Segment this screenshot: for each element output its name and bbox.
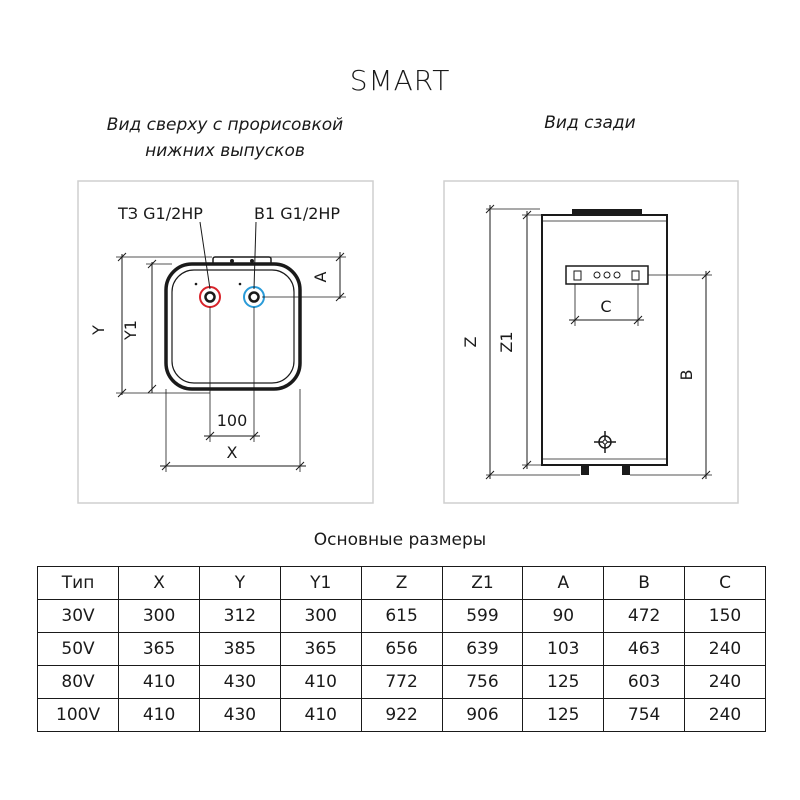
dimensions-table: Тип X Y Y1 Z Z1 A B C 30V 300 312 300 61… bbox=[36, 566, 766, 732]
technical-drawing: ТЗ G1/2НР В1 G1/2НР Y Y1 A 100 bbox=[77, 180, 739, 504]
table-cell: 472 bbox=[603, 599, 686, 633]
table-cell: 100V bbox=[36, 698, 120, 732]
dim-c-label: C bbox=[600, 297, 611, 316]
gear-icon bbox=[594, 431, 616, 453]
top-cap bbox=[572, 209, 642, 215]
table-cell: 312 bbox=[198, 599, 281, 633]
table-cell: 385 bbox=[198, 632, 281, 666]
table-cell: 365 bbox=[279, 632, 362, 666]
table-cell: 300 bbox=[118, 599, 200, 633]
table-cell: 615 bbox=[360, 599, 443, 633]
table-cell: 772 bbox=[360, 665, 443, 699]
dim-y-label: Y bbox=[89, 325, 108, 336]
dim-a-label: A bbox=[311, 271, 330, 282]
dim-b-label: B bbox=[677, 370, 696, 381]
tank-outline bbox=[164, 262, 302, 391]
table-cell: 410 bbox=[279, 698, 362, 732]
table-header-row: Тип X Y Y1 Z Z1 A B C bbox=[36, 566, 766, 600]
tank-inner-outline bbox=[171, 269, 295, 384]
page-title: SMART bbox=[349, 64, 451, 97]
table-cell: 30V bbox=[36, 599, 120, 633]
table-cell: 90 bbox=[522, 599, 605, 633]
mounting-bracket bbox=[565, 265, 649, 285]
cold-inlet-label: В1 G1/2НР bbox=[254, 204, 340, 223]
header-cell: A bbox=[522, 566, 605, 600]
header-cell: B bbox=[603, 566, 686, 600]
top-view-caption-line2: нижних выпусков bbox=[145, 141, 305, 161]
table-cell: 125 bbox=[522, 665, 605, 699]
table-cell: 300 bbox=[279, 599, 362, 633]
table-row: 50V 365 385 365 656 639 103 463 240 bbox=[36, 632, 766, 666]
table-cell: 603 bbox=[603, 665, 686, 699]
back-view: C Z Z1 B bbox=[443, 180, 739, 504]
table-cell: 125 bbox=[522, 698, 605, 732]
table-cell: 240 bbox=[684, 665, 766, 699]
header-cell: Y bbox=[198, 566, 281, 600]
table-row: 30V 300 312 300 615 599 90 472 150 bbox=[36, 599, 766, 633]
table-cell: 463 bbox=[603, 632, 686, 666]
back-view-frame bbox=[443, 180, 739, 504]
table-cell: 430 bbox=[198, 698, 281, 732]
header-cell: Тип bbox=[36, 566, 120, 600]
tank-body bbox=[541, 214, 668, 466]
table-cell: 410 bbox=[118, 698, 200, 732]
table-cell: 639 bbox=[441, 632, 524, 666]
table-cell: 150 bbox=[684, 599, 766, 633]
header-cell: X bbox=[118, 566, 200, 600]
header-cell: Z1 bbox=[441, 566, 524, 600]
table-cell: 240 bbox=[684, 698, 766, 732]
table-cell: 50V bbox=[36, 632, 120, 666]
hot-outlet-label: ТЗ G1/2НР bbox=[117, 204, 203, 223]
table-cell: 430 bbox=[198, 665, 281, 699]
back-view-caption: Вид сзади bbox=[544, 113, 636, 133]
table-cell: 599 bbox=[441, 599, 524, 633]
header-cell: C bbox=[684, 566, 766, 600]
table-cell: 906 bbox=[441, 698, 524, 732]
dim-y1-label: Y1 bbox=[121, 320, 140, 341]
table-title: Основные размеры bbox=[313, 530, 487, 550]
table-cell: 410 bbox=[118, 665, 200, 699]
top-view-caption-line1: Вид сверху с прорисовкой bbox=[106, 115, 344, 135]
table-cell: 754 bbox=[603, 698, 686, 732]
table-row: 80V 410 430 410 772 756 125 603 240 bbox=[36, 665, 766, 699]
top-view-frame bbox=[77, 180, 374, 504]
table-cell: 922 bbox=[360, 698, 443, 732]
table-cell: 240 bbox=[684, 632, 766, 666]
table-cell: 80V bbox=[36, 665, 120, 699]
header-cell: Z bbox=[360, 566, 443, 600]
dim-z-label: Z bbox=[461, 336, 480, 347]
table-cell: 756 bbox=[441, 665, 524, 699]
table-cell: 103 bbox=[522, 632, 605, 666]
dim-100-label: 100 bbox=[217, 411, 248, 430]
table-cell: 365 bbox=[118, 632, 200, 666]
dim-z1-label: Z1 bbox=[497, 331, 516, 352]
table-cell: 656 bbox=[360, 632, 443, 666]
top-view-caption: Вид сверху с прорисовкой нижних выпусков bbox=[70, 112, 380, 164]
table-row: 100V 410 430 410 922 906 125 754 240 bbox=[36, 698, 766, 732]
header-cell: Y1 bbox=[279, 566, 362, 600]
dim-x-label: X bbox=[227, 443, 238, 462]
table-cell: 410 bbox=[279, 665, 362, 699]
top-view: ТЗ G1/2НР В1 G1/2НР Y Y1 A 100 bbox=[77, 180, 374, 504]
